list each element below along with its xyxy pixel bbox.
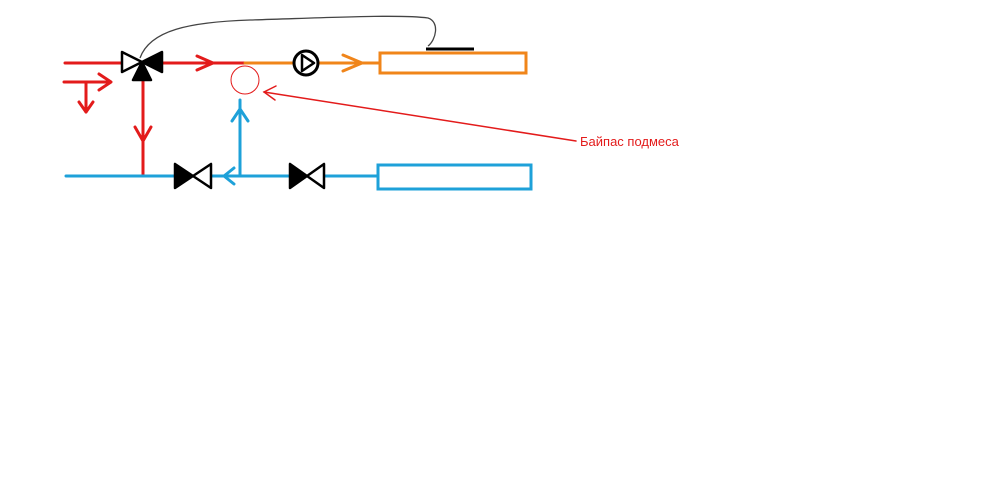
three-way-valve-icon bbox=[120, 50, 164, 82]
annotation-pointer bbox=[262, 85, 577, 142]
bypass-label: Байпас подмеса bbox=[580, 134, 680, 149]
arrow-down-icon bbox=[77, 100, 95, 114]
supply-pipe bbox=[62, 61, 247, 177]
arrow-up-icon bbox=[230, 107, 250, 123]
arrow-down-icon bbox=[133, 125, 153, 143]
arrow-right-icon bbox=[97, 72, 113, 92]
orange-radiator bbox=[378, 51, 528, 75]
return-pipe bbox=[64, 98, 380, 186]
arrow-left-icon bbox=[222, 166, 236, 186]
supply-flow-arrows bbox=[77, 54, 215, 143]
arrow-right-icon bbox=[195, 54, 215, 72]
pump-icon bbox=[292, 49, 320, 77]
blue-radiator bbox=[376, 163, 533, 191]
sensor-wire bbox=[139, 15, 437, 59]
arrow-right-icon bbox=[341, 53, 364, 73]
bypass-marker-circle bbox=[230, 65, 260, 95]
ball-valve-icon bbox=[288, 162, 326, 190]
ball-valve-icon bbox=[173, 162, 213, 190]
